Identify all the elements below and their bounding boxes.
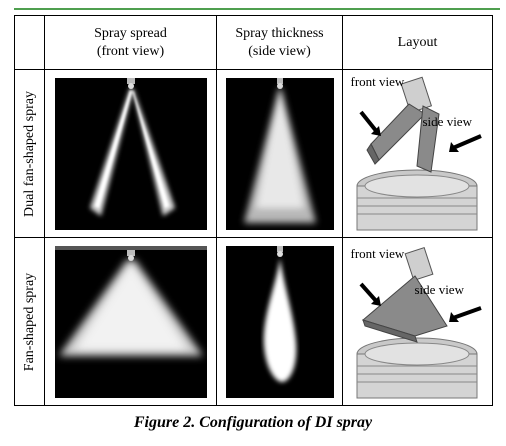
fan-layout-drawing bbox=[356, 246, 482, 398]
row-label-dual: Dual fan-shaped spray bbox=[14, 69, 45, 238]
header-spray-spread-line1: Spray spread bbox=[94, 25, 167, 41]
fan-side-view-cell bbox=[216, 237, 343, 406]
header-spray-spread-line2: (front view) bbox=[96, 43, 165, 59]
dual-front-view-cell bbox=[44, 69, 217, 238]
header-spray-thickness-line2: (side view) bbox=[248, 43, 311, 59]
header-layout: Layout bbox=[342, 15, 493, 70]
dual-layout-illustration: front view side view bbox=[351, 74, 485, 234]
fan-layout-cell: front view side view bbox=[342, 237, 493, 406]
header-corner bbox=[14, 15, 45, 70]
row-label-fan: Fan-shaped spray bbox=[14, 237, 45, 406]
fan-side-view-image bbox=[225, 245, 334, 398]
fan-front-view-cell bbox=[44, 237, 217, 406]
fan-side-view-label: side view bbox=[414, 281, 464, 297]
dual-side-view-label: side view bbox=[422, 113, 472, 129]
fan-layout-illustration: front view side view bbox=[351, 242, 485, 402]
fan-front-view-image bbox=[54, 245, 207, 398]
figure-caption: Figure 2. Configuration of DI spray bbox=[133, 414, 373, 431]
dual-front-view-label: front view bbox=[350, 73, 405, 89]
header-spray-thickness: Spray thickness (side view) bbox=[216, 15, 343, 70]
fan-front-view-label: front view bbox=[350, 245, 405, 261]
dual-side-view-image bbox=[225, 77, 334, 230]
row-label-fan-text: Fan-shaped spray bbox=[21, 272, 37, 371]
dual-side-view-cell bbox=[216, 69, 343, 238]
dual-layout-drawing bbox=[356, 76, 482, 230]
row-label-dual-text: Dual fan-shaped spray bbox=[21, 90, 37, 217]
top-rule bbox=[14, 8, 500, 10]
spray-configuration-table: Spray spread (front view) Spray thickness… bbox=[14, 15, 493, 406]
dual-layout-cell: front view side view bbox=[342, 69, 493, 238]
dual-front-view-image bbox=[54, 77, 207, 230]
header-spray-spread: Spray spread (front view) bbox=[44, 15, 217, 70]
header-spray-thickness-line1: Spray thickness bbox=[235, 25, 324, 41]
